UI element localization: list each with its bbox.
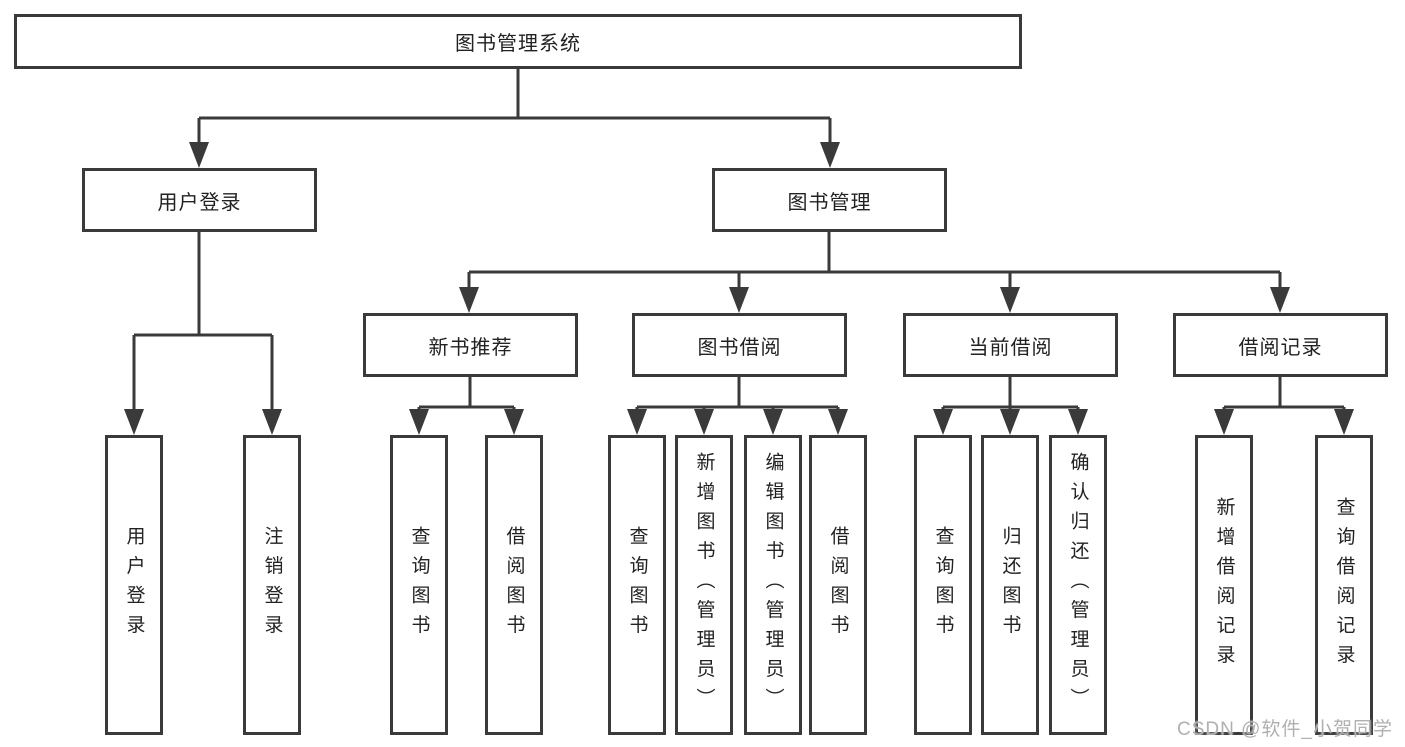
node-label: 图书管理系统 [455,33,581,55]
node-new-book-recommend: 新书推荐 [363,313,578,377]
node-borrow-records: 借阅记录 [1173,313,1388,377]
node-label: 当前借阅 [968,336,1053,359]
node-book-borrowing: 图书借阅 [632,313,847,377]
node-label: 新增借阅记录 [1213,496,1235,674]
node-current-borrowing: 当前借阅 [903,313,1118,377]
node-borrow-books-borrowing: 借阅图书 [809,435,867,735]
node-label: 注销登录 [261,526,283,644]
node-add-books-admin: 新增图书（管理员） [675,435,733,735]
node-label: 归还图书 [999,526,1021,644]
node-book-management: 图书管理 [712,168,947,232]
node-label: 新增图书（管理员） [693,452,715,718]
node-label: 确认归还（管理员） [1067,452,1089,718]
node-label: 查询借阅记录 [1333,496,1355,674]
node-library-system: 图书管理系统 [14,14,1022,69]
node-label: 借阅图书 [827,526,849,644]
node-logout: 注销登录 [243,435,301,735]
node-confirm-return-admin: 确认归还（管理员） [1049,435,1107,735]
node-label: 查询图书 [408,526,430,644]
node-query-books-borrowing: 查询图书 [608,435,666,735]
node-label: 用户登录 [157,191,242,214]
node-label: 图书借阅 [697,336,782,359]
node-edit-books-admin: 编辑图书（管理员） [744,435,802,735]
node-user-login: 用户登录 [82,168,317,232]
node-query-borrow-record: 查询借阅记录 [1315,435,1373,735]
csdn-watermark: CSDN @软件_小贺同学 [1177,719,1393,740]
node-label: 借阅记录 [1238,336,1323,359]
node-query-books-recommend: 查询图书 [390,435,448,735]
node-query-books-current: 查询图书 [914,435,972,735]
node-label: 新书推荐 [428,336,513,359]
node-label: 借阅图书 [503,526,525,644]
node-add-borrow-record: 新增借阅记录 [1195,435,1253,735]
node-return-books: 归还图书 [981,435,1039,735]
node-label: 编辑图书（管理员） [762,452,784,718]
node-label: 图书管理 [787,191,872,214]
node-user-login-leaf: 用户登录 [105,435,163,735]
node-label: 查询图书 [932,526,954,644]
node-borrow-books-recommend: 借阅图书 [485,435,543,735]
node-label: 查询图书 [626,526,648,644]
node-label: 用户登录 [123,526,145,644]
